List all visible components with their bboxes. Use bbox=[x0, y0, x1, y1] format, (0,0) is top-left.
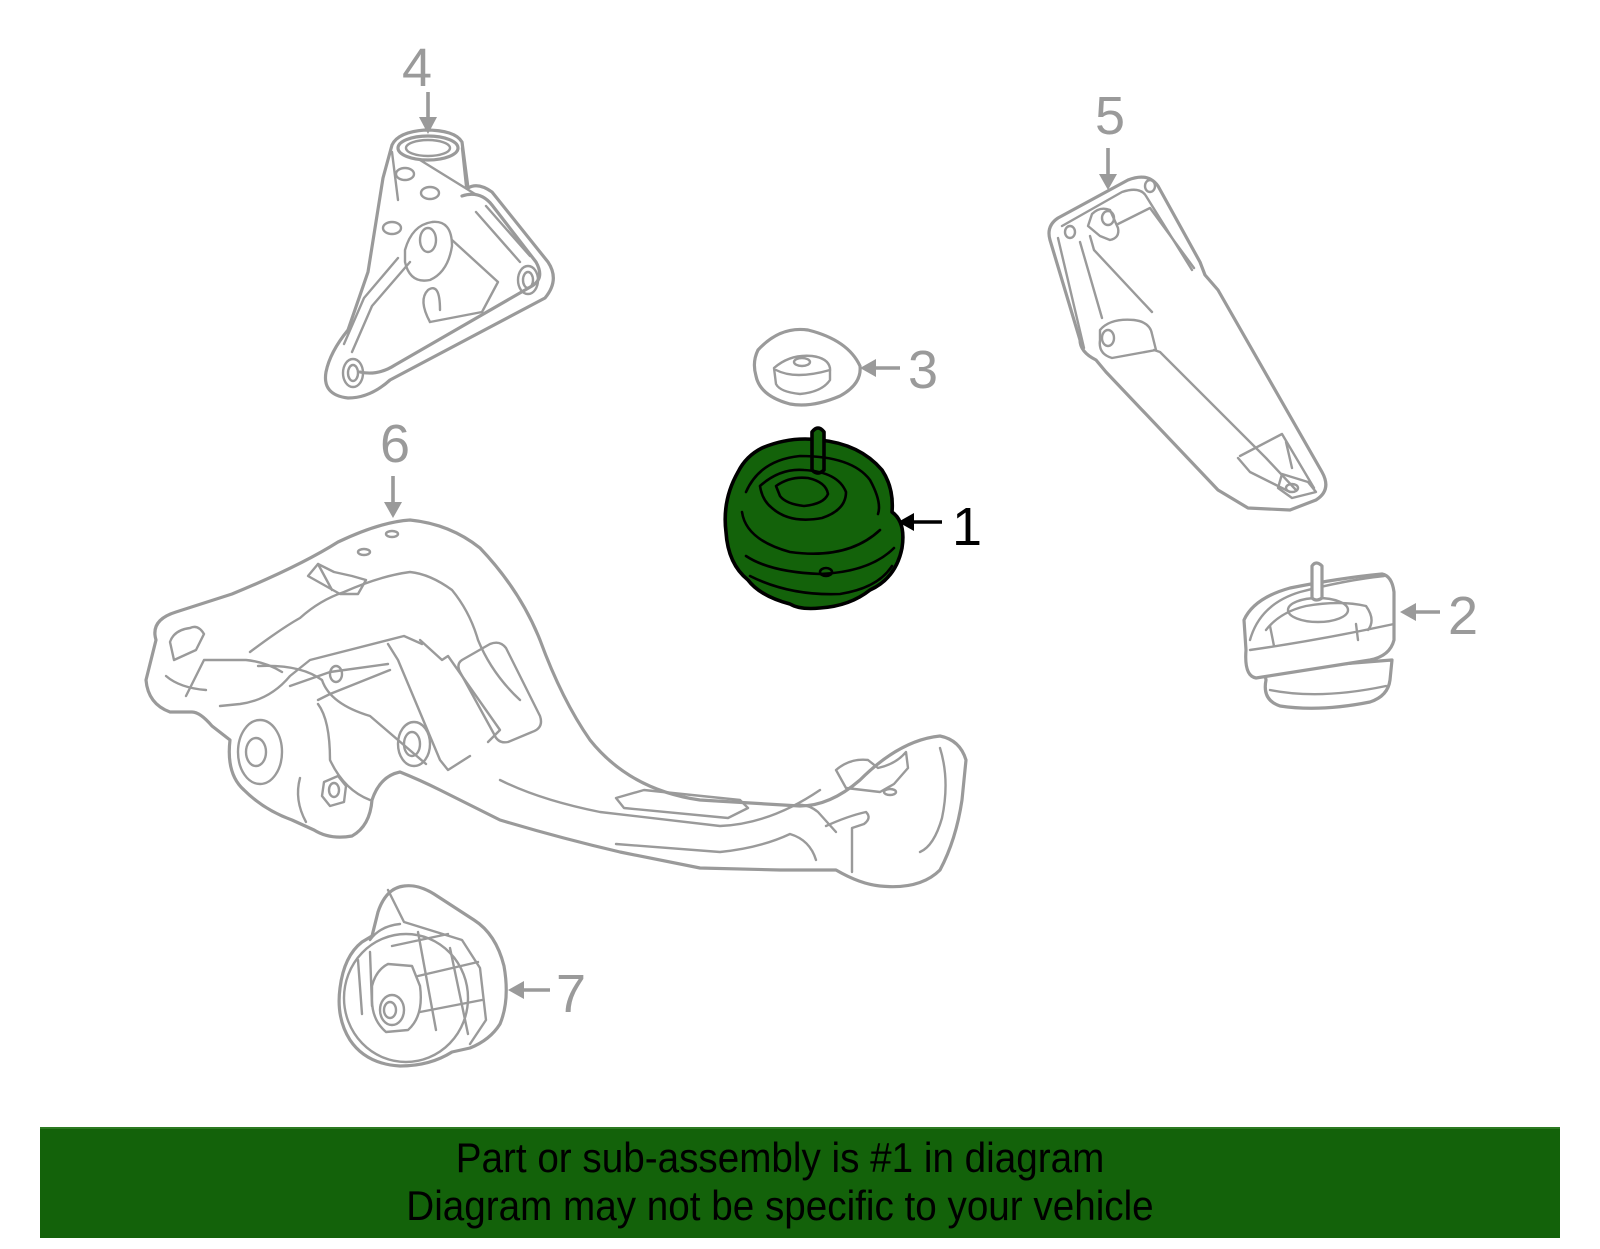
callout-7[interactable]: 7 bbox=[508, 964, 586, 1024]
part-5-bracket[interactable] bbox=[1047, 175, 1328, 512]
callout-1[interactable]: 1 bbox=[898, 497, 982, 557]
callout-5[interactable]: 5 bbox=[1095, 86, 1125, 190]
arrow-left-icon bbox=[860, 359, 876, 377]
part-1-engine-mount[interactable] bbox=[723, 426, 905, 611]
callout-number-1: 1 bbox=[952, 497, 982, 557]
callout-6[interactable]: 6 bbox=[380, 414, 410, 518]
notice-vehicle-disclaimer: Diagram may not be specific to your vehi… bbox=[406, 1182, 1154, 1229]
callout-number-6: 6 bbox=[380, 414, 410, 474]
part-4-bracket[interactable] bbox=[323, 128, 555, 400]
part-6-crossmember[interactable] bbox=[144, 518, 968, 889]
notice-banner: Part or sub-assembly is #1 in diagram Di… bbox=[40, 1127, 1560, 1238]
callout-3[interactable]: 3 bbox=[860, 340, 938, 400]
arrow-down-icon bbox=[419, 117, 437, 134]
arrow-left-icon bbox=[898, 513, 914, 531]
arrow-left-icon bbox=[508, 981, 524, 999]
callout-number-4: 4 bbox=[402, 38, 432, 98]
arrow-down-icon bbox=[1099, 174, 1117, 190]
part-3-cushion[interactable] bbox=[752, 327, 862, 407]
callout-number-7: 7 bbox=[556, 964, 586, 1024]
callout-4[interactable]: 4 bbox=[402, 38, 437, 134]
part-2-engine-mount[interactable] bbox=[1242, 561, 1396, 710]
callout-number-2: 2 bbox=[1448, 586, 1478, 646]
part-7-bushing[interactable] bbox=[337, 884, 508, 1068]
callout-number-3: 3 bbox=[908, 340, 938, 400]
callout-number-5: 5 bbox=[1095, 86, 1125, 146]
notice-highlighted-part: Part or sub-assembly is #1 in diagram bbox=[455, 1134, 1105, 1181]
callout-2[interactable]: 2 bbox=[1400, 586, 1478, 646]
arrow-left-icon bbox=[1400, 603, 1416, 621]
arrow-down-icon bbox=[384, 502, 402, 518]
